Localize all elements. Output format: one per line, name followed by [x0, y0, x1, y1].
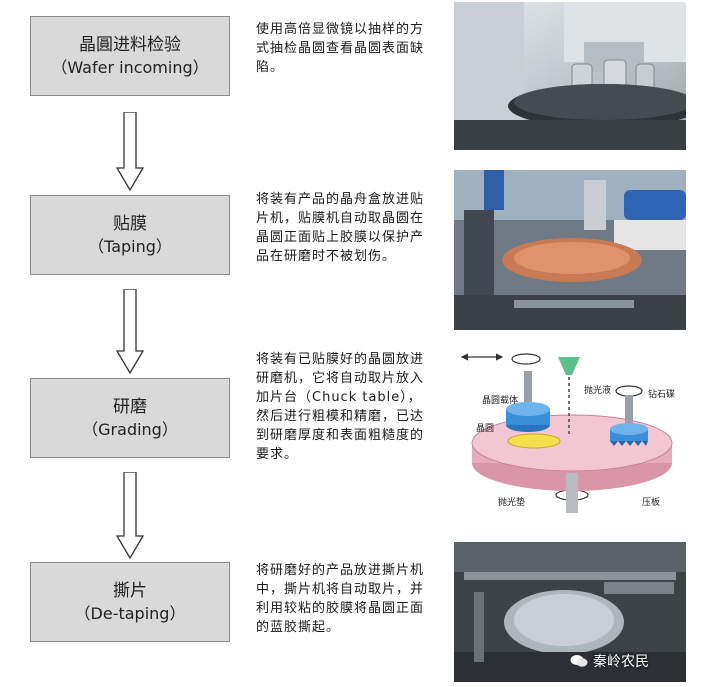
- step-title-zh: 晶圓进料检验: [79, 35, 181, 55]
- de-taping-machine-photo: [454, 542, 686, 682]
- step-box-wafer-incoming: 晶圓进料检验 （Wafer incoming）: [30, 16, 230, 96]
- step-box-taping: 贴膜 （Taping）: [30, 195, 230, 275]
- step-title-en: （De-taping）: [74, 604, 186, 623]
- down-arrow-icon: [116, 472, 144, 560]
- step-description: 使用高倍显微镜以抽样的方式抽检晶圆查看晶圆表面缺陷。: [256, 22, 425, 75]
- step-title-en: （Wafer incoming）: [51, 58, 209, 77]
- step-description: 将装有产品的晶舟盒放进贴片机，贴膜机自动取晶圆在晶圆正面贴上胶膜以保护产品在研磨…: [256, 192, 425, 264]
- step-title-zh: 贴膜: [113, 214, 147, 234]
- diamond-disk-label: 钻石碟: [648, 388, 675, 400]
- step-title-en: （Taping）: [88, 237, 172, 256]
- step-description: 将研磨好的产品放进撕片机中，撕片机将自动取片，并利用较粘的胶膜将晶圆正面的蓝胶撕…: [256, 563, 425, 635]
- polishing-pad-label: 抛光垫: [498, 496, 525, 508]
- step-title-zh: 研磨: [113, 397, 147, 417]
- down-arrow-icon: [116, 112, 144, 192]
- step-description: 将装有已贴膜好的晶圆放进研磨机，它将自动取片放入加片台（Chuck table）…: [256, 352, 425, 462]
- taping-machine-photo: [454, 170, 686, 330]
- down-arrow-icon: [116, 289, 144, 375]
- step-box-de-taping: 撕片 （De-taping）: [30, 562, 230, 642]
- watermark-text: 秦岭农民: [593, 654, 649, 670]
- step-box-grading: 研磨 （Grading）: [30, 378, 230, 458]
- step-title-zh: 撕片: [113, 581, 147, 601]
- carrier-label: 晶圆载体: [482, 394, 518, 406]
- slurry-label: 抛光液: [584, 384, 611, 396]
- grinding-diagram: 晶圆载体 抛光液 钻石碟 晶圆 抛光垫 压板: [454, 345, 686, 520]
- wafer-label: 晶圆: [476, 423, 494, 434]
- microscope-photo: [454, 2, 686, 150]
- platen-label: 压板: [642, 496, 660, 508]
- wechat-icon: [570, 655, 588, 667]
- step-title-en: （Grading）: [82, 420, 178, 439]
- watermark: 秦岭农民: [570, 651, 649, 671]
